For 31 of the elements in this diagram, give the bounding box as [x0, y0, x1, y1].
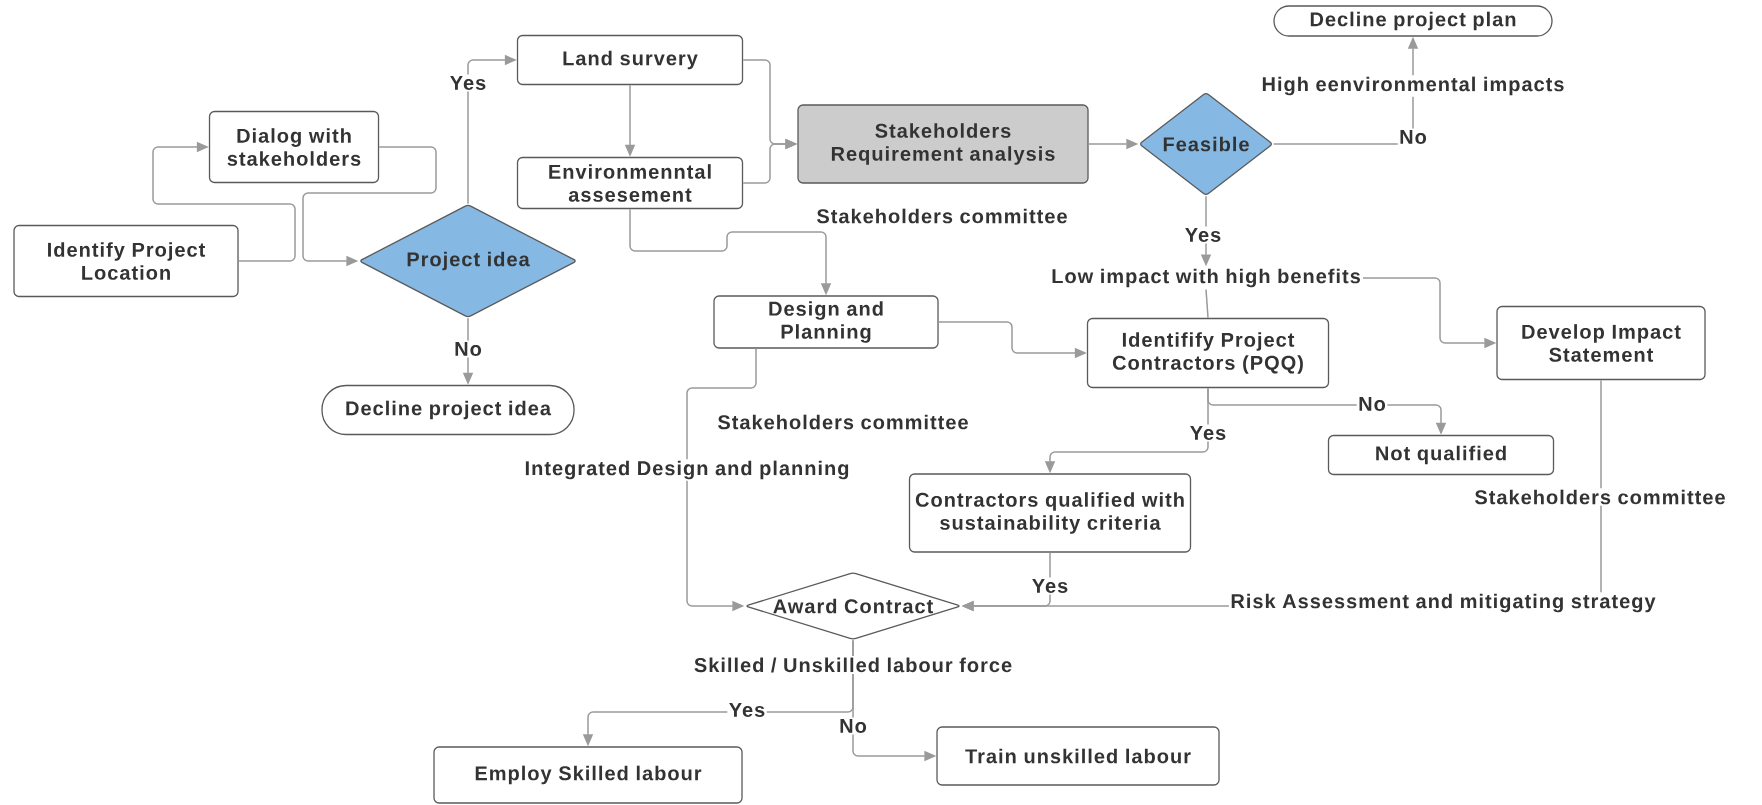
line-label: High eenvironmental impacts	[1260, 75, 1566, 97]
process-box: Dialog with stakeholders	[208, 110, 380, 184]
edge-label: No	[837, 717, 869, 735]
process-box: Train unskilled labour	[936, 726, 1220, 786]
edge-label: No	[1397, 128, 1429, 146]
edge-label: No	[1356, 395, 1388, 413]
process-box: Environmenntal assesement	[516, 156, 744, 210]
process-box: Identifify Project Contractors (PQQ)	[1086, 317, 1330, 389]
edge-label: Yes	[448, 74, 488, 92]
line-label: Stakeholders committee	[715, 413, 971, 431]
process-box: Land survery	[516, 34, 744, 86]
edge-label: Integrated Design and planning	[523, 459, 851, 481]
connector-line	[1205, 288, 1209, 319]
edge-label: Yes	[1183, 226, 1223, 244]
edge-label: Yes	[1188, 424, 1228, 442]
flow-text: Low impact with high benefits	[1052, 268, 1360, 288]
process-box: Develop Impact Statement	[1496, 305, 1706, 381]
line-label: Stakeholders committee	[1472, 488, 1728, 506]
edge-label: Yes	[1030, 577, 1070, 595]
edge-label: Risk Assessment and mitigating strategy	[1228, 592, 1658, 614]
edge-label: No	[452, 340, 484, 358]
arrow	[152, 141, 296, 262]
process-box: Design and Planning	[713, 295, 939, 349]
process-box: Contractors qualified with sustainability criteria	[908, 473, 1192, 553]
edge-label: Stakeholders committee	[814, 207, 1070, 225]
process-box: Stakeholders Requirement analysis	[797, 104, 1089, 184]
process-box: Identify Project Location	[13, 224, 239, 298]
process-box: Employ Skilled labour	[433, 746, 743, 804]
line-label: Skilled / Unskilled labour force	[692, 656, 1014, 674]
process-box: Not qualified	[1327, 434, 1555, 476]
edge-label: Yes	[727, 701, 767, 719]
